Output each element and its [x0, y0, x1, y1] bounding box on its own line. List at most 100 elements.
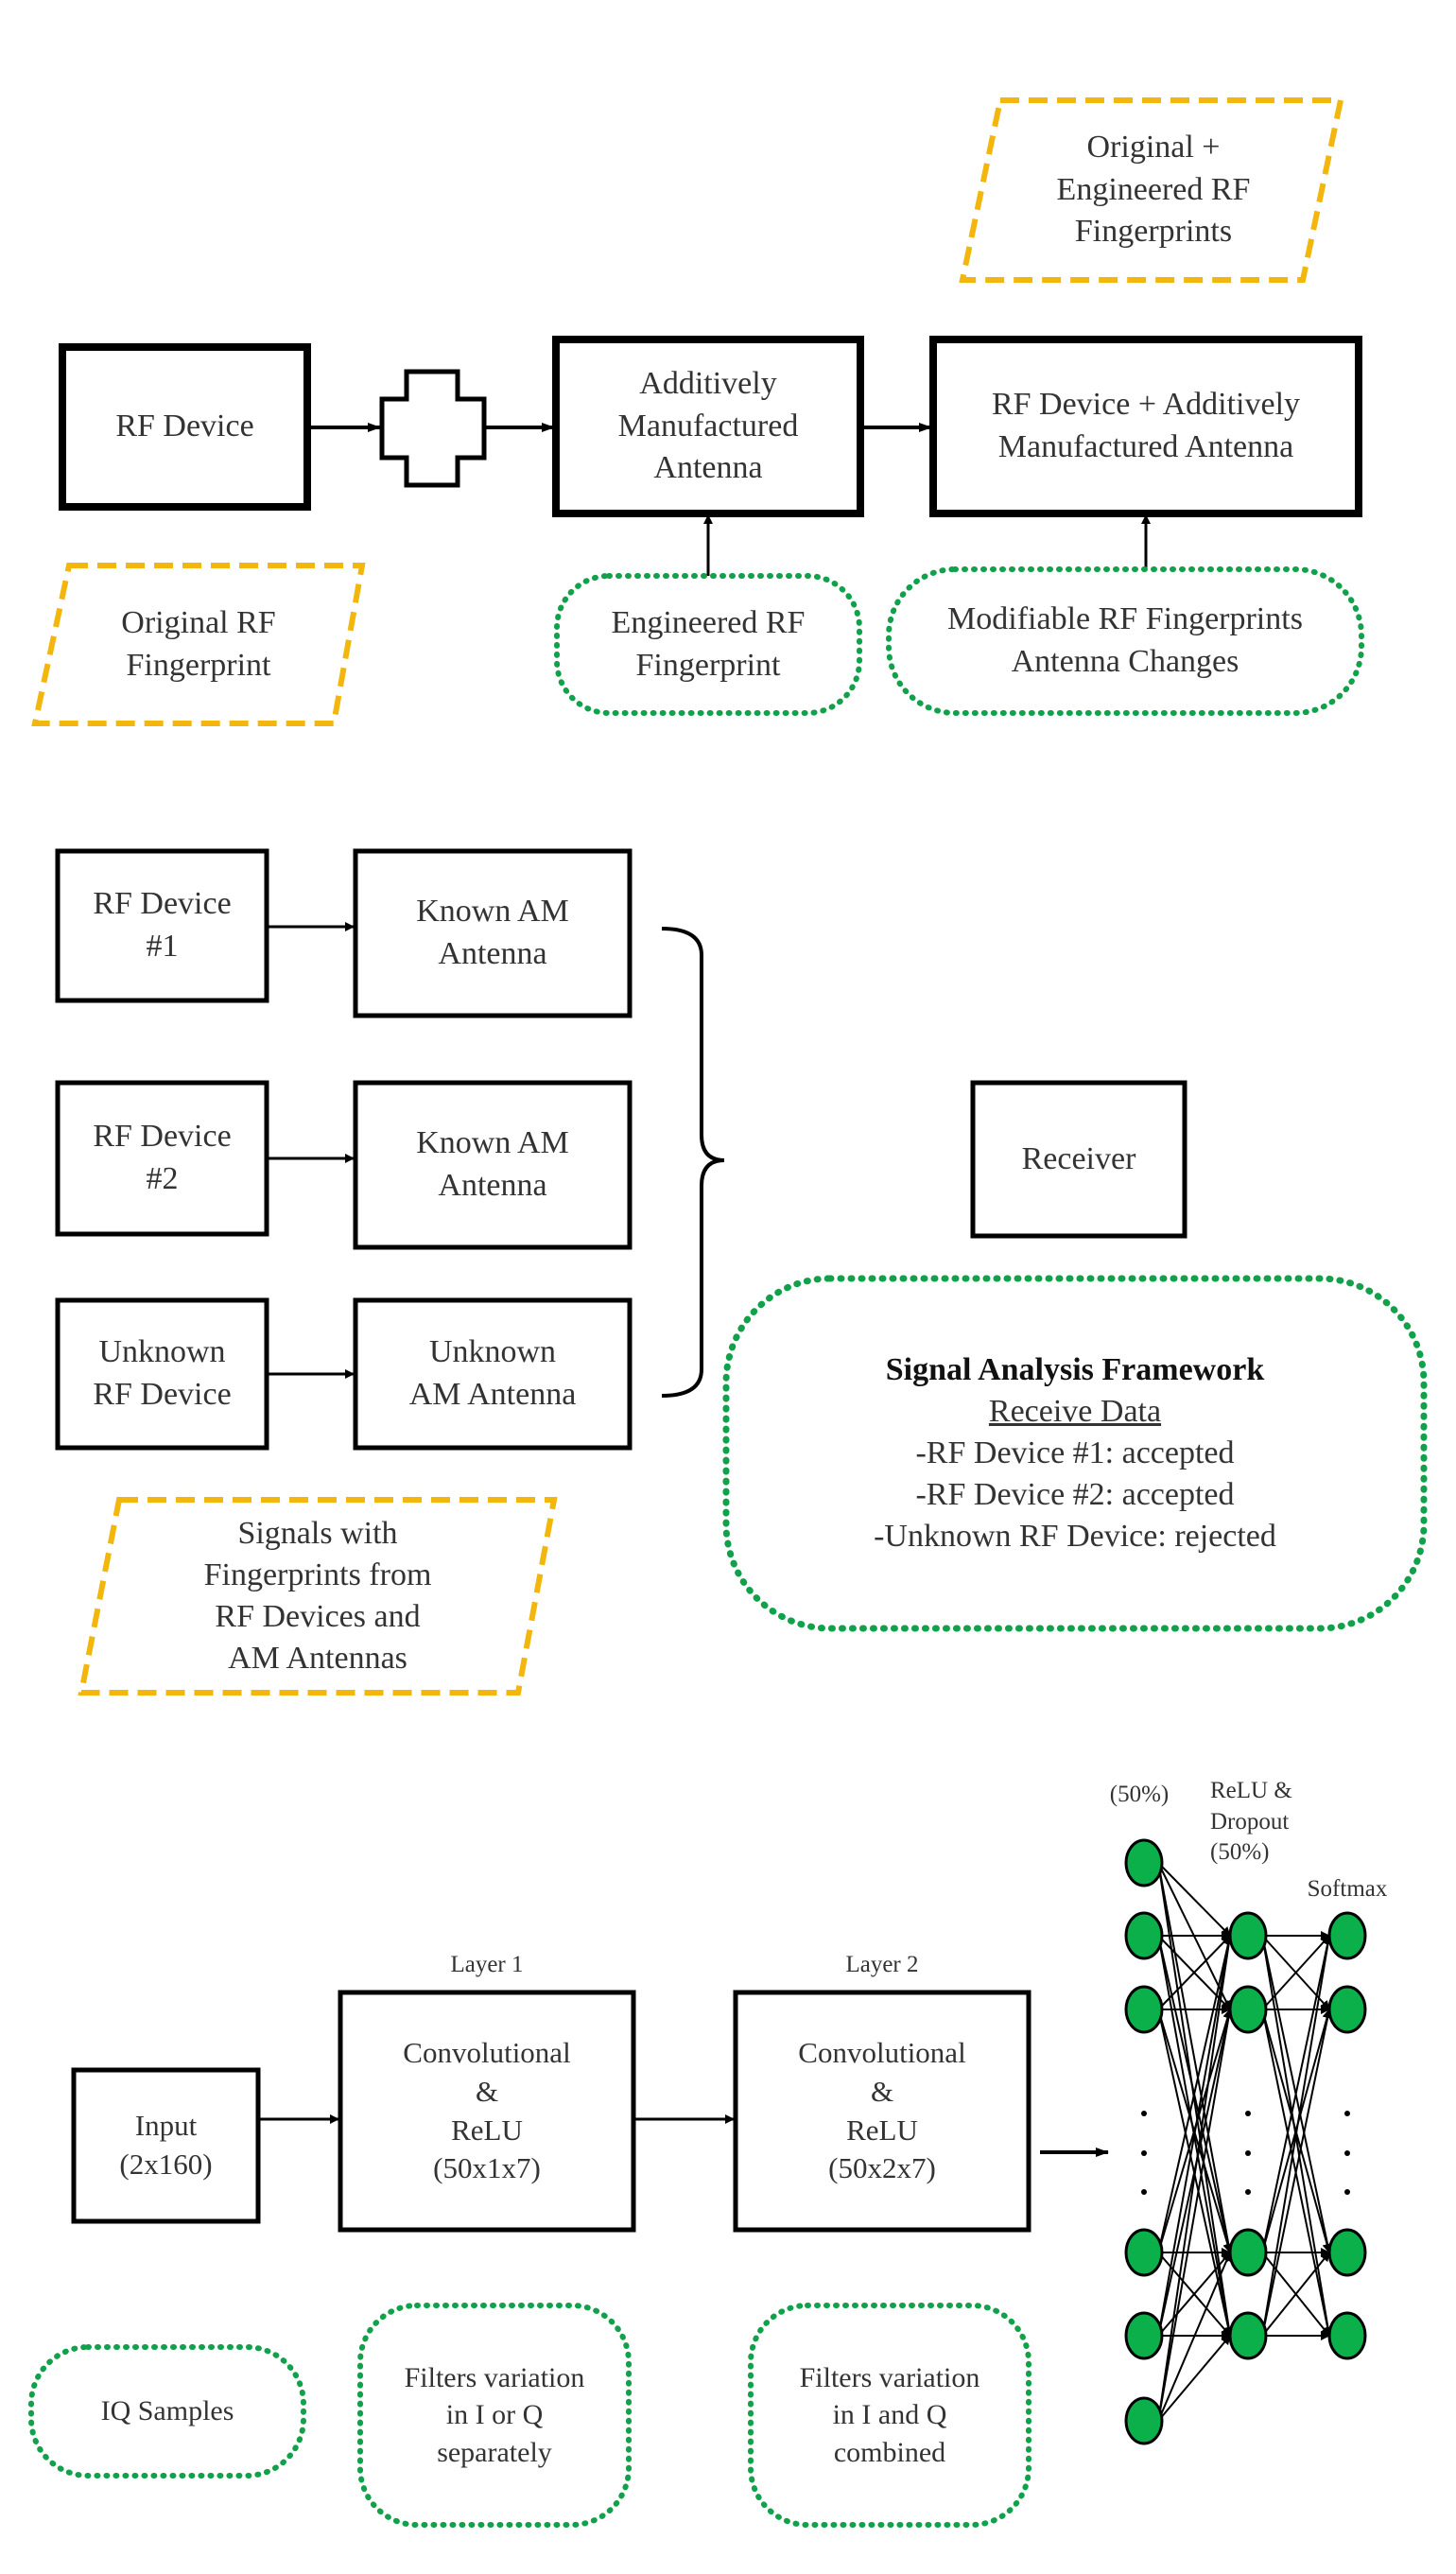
combined-box	[929, 336, 1362, 517]
text-line: Receiver	[1021, 1140, 1136, 1176]
text-line: RF Device	[93, 886, 232, 922]
output-fingerprints-label: Original + Engineered RF Fingerprints	[983, 100, 1324, 280]
receiver-label: Receiver	[973, 1083, 1185, 1236]
network-node	[1228, 1985, 1268, 2034]
network-edge	[1261, 2009, 1333, 2337]
neural-network	[1124, 1838, 1367, 2445]
text-line: Signals with	[237, 1515, 398, 1551]
network-node	[1124, 1838, 1164, 1887]
network-edge	[1261, 1935, 1330, 2010]
network-edge	[1261, 1935, 1333, 2337]
text-line: RF Device + Additively	[991, 387, 1301, 423]
framework-line: -RF Device #2: accepted	[915, 1477, 1235, 1513]
iq-outline	[28, 2344, 306, 2478]
text-line: Unknown	[98, 1334, 226, 1370]
text-line: ReLU &	[1210, 1778, 1292, 1804]
network-node	[1124, 2228, 1164, 2277]
network-edge	[1157, 1862, 1231, 1937]
framework-subtitle: Receive Data	[988, 1393, 1162, 1429]
network-node	[1124, 1911, 1164, 1960]
network-node	[1228, 2311, 1268, 2360]
plus-shape	[379, 369, 487, 488]
text-line: Antenna	[653, 450, 763, 486]
layer2-label: Layer 2	[788, 1948, 977, 1982]
text-line: Convolutional	[403, 2035, 571, 2069]
text-line: Known AM	[416, 894, 569, 930]
ellipsis-dot	[1141, 2150, 1147, 2156]
text-line: Antenna Changes	[1011, 644, 1239, 679]
modifiable-label: Modifiable RF Fingerprints Antenna Chang…	[889, 569, 1361, 713]
network-edge	[1157, 2009, 1234, 2422]
ellipsis-dot	[1245, 2150, 1251, 2156]
network-edge	[1157, 2252, 1232, 2422]
text-line: ReLU	[451, 2113, 523, 2147]
network-node	[1327, 1985, 1367, 2034]
modifiable-outline	[886, 566, 1364, 716]
text-line: &	[870, 2074, 894, 2108]
framework-title: Signal Analysis Framework	[885, 1351, 1265, 1387]
network-node	[1327, 2311, 1367, 2360]
text-line: Fingerprints	[1074, 214, 1233, 250]
network-edge	[1261, 1935, 1333, 2253]
ellipsis-dot	[1141, 2111, 1147, 2116]
framework-line: -RF Device #1: accepted	[915, 1435, 1235, 1470]
device1-label: RF Device #1	[58, 851, 267, 1000]
ellipsis-dot	[1245, 2111, 1251, 2116]
text-line: Fingerprints from	[203, 1557, 432, 1592]
signals-label: Signals with Fingerprints from RF Device…	[100, 1500, 535, 1693]
ellipsis-dot	[1344, 2189, 1350, 2195]
text-line: Antenna	[438, 1168, 547, 1203]
bracket	[661, 927, 725, 1398]
filters1-outline	[357, 2303, 632, 2528]
ellipsis-dot	[1245, 2189, 1251, 2195]
network-edge	[1261, 2252, 1330, 2337]
text-line: Original +	[1086, 129, 1221, 165]
text-line: Fingerprint	[635, 647, 781, 683]
text-line: (50x2x7)	[828, 2151, 936, 2185]
network-edge	[1157, 1935, 1234, 2337]
conv1-box	[338, 1990, 636, 2233]
iq-label: IQ Samples	[31, 2347, 303, 2476]
network-edge	[1157, 1862, 1234, 2337]
engineered-fingerprint-label: Engineered RF Fingerprint	[557, 576, 859, 713]
filters2-label: Filters variation in I and Q combined	[751, 2305, 1029, 2525]
text-line: Layer 1	[450, 1951, 524, 1977]
conv1-label: Convolutional & ReLU (50x1x7)	[340, 1992, 633, 2230]
am-antenna-label: Additively Manufactured Antenna	[556, 339, 860, 513]
signals-parallelogram	[78, 1497, 558, 1696]
text-line: Engineered RF	[1056, 171, 1251, 207]
network-edge	[1157, 1862, 1234, 2253]
text-line: Convolutional	[798, 2035, 966, 2069]
ellipsis-dot	[1141, 2189, 1147, 2195]
output-fingerprints-parallelogram	[959, 97, 1344, 283]
network-node	[1124, 2311, 1164, 2360]
network-edge	[1157, 2335, 1231, 2422]
text-line: RF Device	[93, 1377, 232, 1412]
network-edge	[1157, 1935, 1233, 2253]
text-line: Known AM	[416, 1125, 569, 1161]
original-fingerprint-label: Original RF Fingerprint	[52, 565, 345, 723]
text-line: Filters variation	[404, 2361, 585, 2393]
text-line: Modifiable RF Fingerprints	[947, 601, 1303, 637]
text-line: Engineered RF	[611, 604, 806, 640]
text-line: combined	[833, 2436, 946, 2468]
relu-dropout-label: ReLU & Dropout (50%)	[1210, 1763, 1314, 1882]
receiver-box	[970, 1080, 1187, 1239]
ellipsis-dot	[1344, 2150, 1350, 2156]
network-node	[1228, 1911, 1268, 1960]
text-line: &	[475, 2074, 499, 2108]
framework-line: -Unknown RF Device: rejected	[874, 1519, 1276, 1555]
network-node	[1327, 1911, 1367, 1960]
text-line: Dropout	[1210, 1808, 1290, 1835]
engineered-fingerprint-outline	[554, 573, 862, 716]
text-line: Manufactured	[617, 408, 799, 443]
text-line: Manufactured Antenna	[997, 429, 1294, 464]
text-line: Filters variation	[799, 2361, 980, 2393]
text-line: Antenna	[438, 936, 547, 971]
network-edge	[1157, 1935, 1231, 2010]
text-line: Softmax	[1307, 1875, 1388, 1902]
text-line: (2x160)	[119, 2148, 213, 2181]
network-edge	[1157, 1935, 1234, 2422]
network-node	[1124, 1985, 1164, 2034]
